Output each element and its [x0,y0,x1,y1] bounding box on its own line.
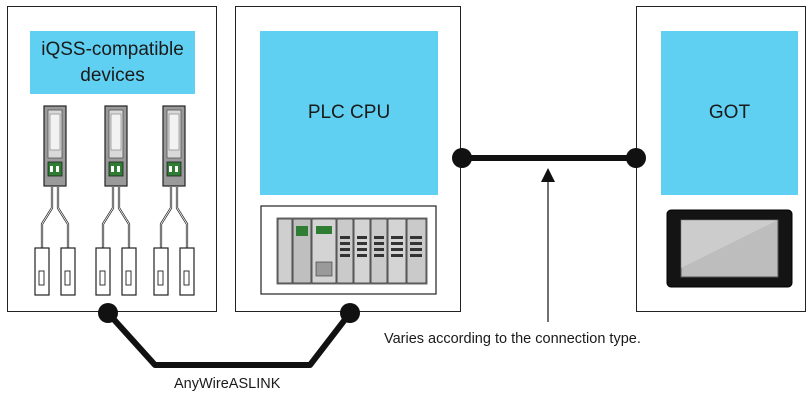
anywire-cable [98,303,360,368]
devices-title-line1: iQSS-compatible [41,38,184,60]
devices-title-line2: devices [80,64,145,86]
connection-pointer-arrow [541,168,555,322]
connection-type-note: Varies according to the connection type. [384,331,641,347]
sensor-device-icon [94,104,138,297]
anywire-label: AnyWireASLINK [174,376,281,392]
got-title: GOT [708,102,751,124]
plc-title: PLC CPU [307,102,391,124]
devices-title-box: iQSS-compatible devices [30,31,195,94]
sensor-device-icon [152,104,196,297]
got-title-box: GOT [661,31,798,195]
got-display-icon [666,209,793,288]
sensor-device-icon [33,104,77,297]
plc-module-rack-icon [260,205,437,295]
plc-title-box: PLC CPU [260,31,438,195]
plc-got-link [452,148,646,168]
